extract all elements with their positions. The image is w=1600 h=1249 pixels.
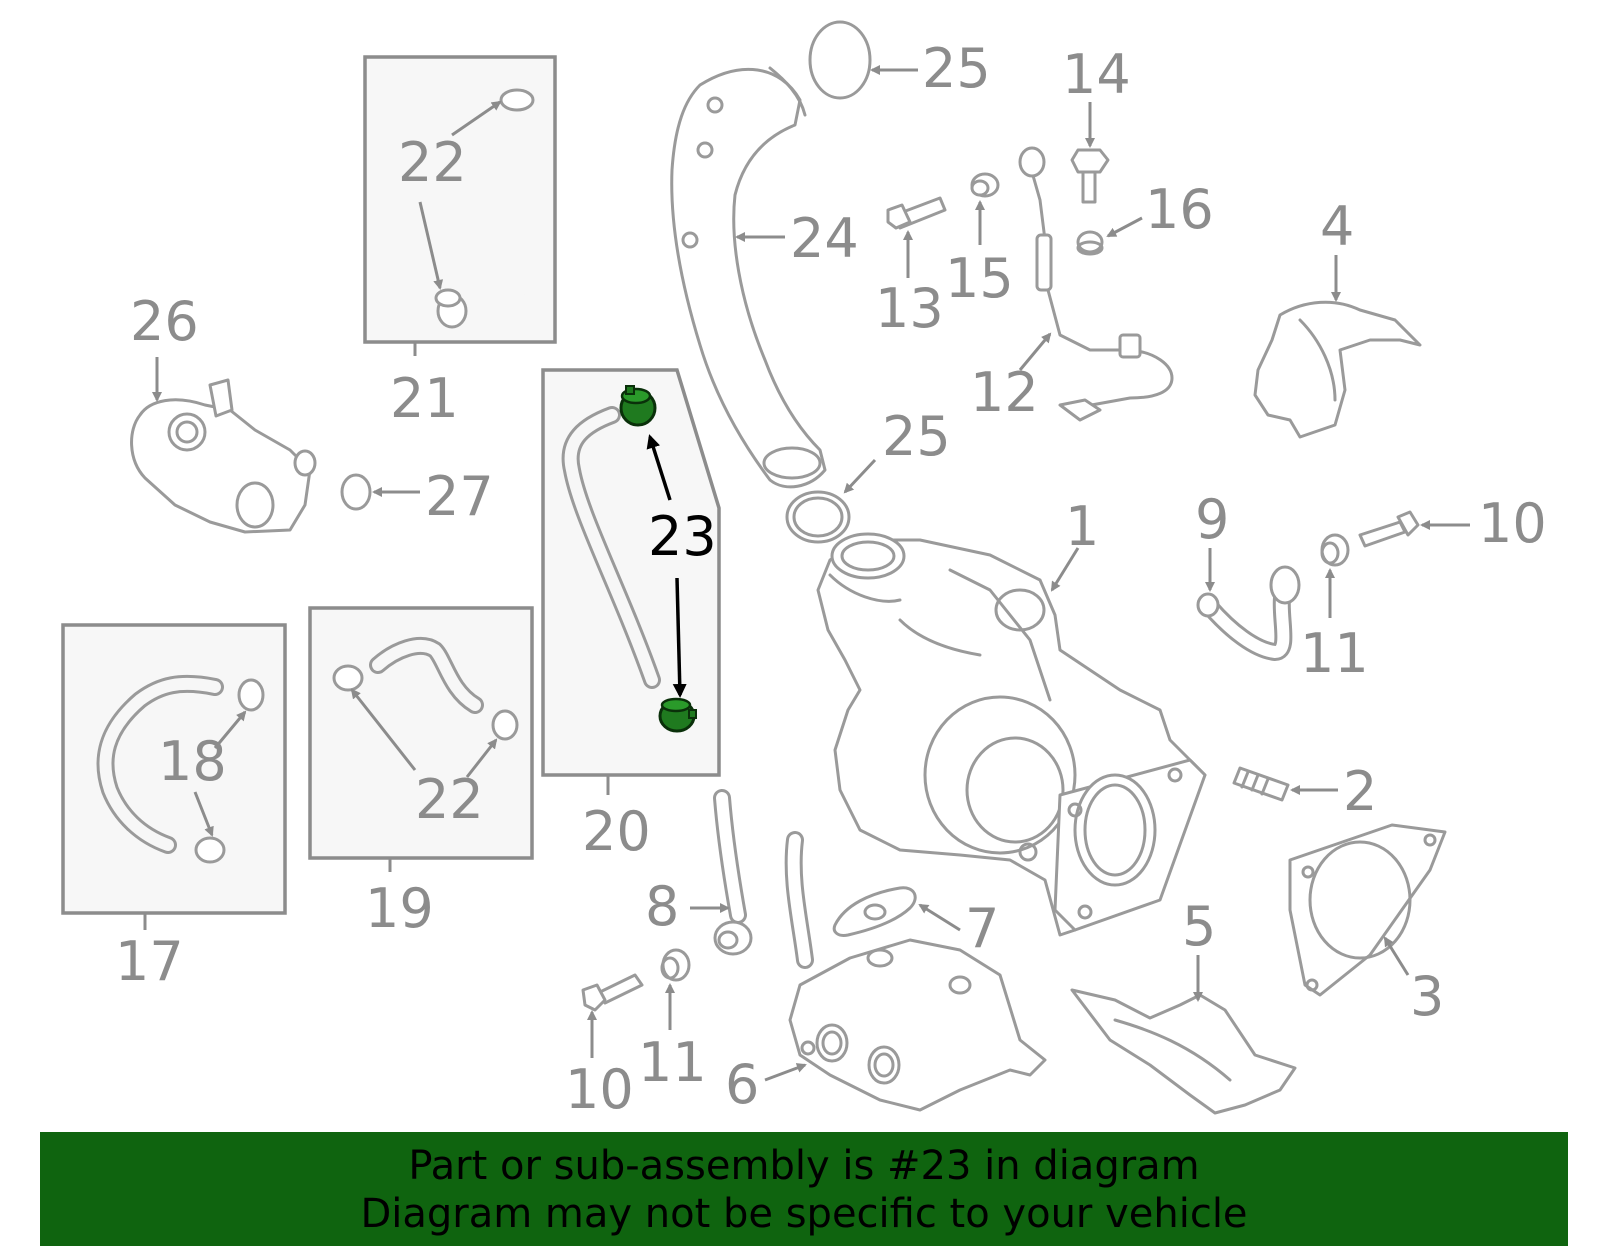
part-14-bolt <box>1070 148 1110 204</box>
part-1-turbocharger <box>816 532 1207 937</box>
callout-19: 19 <box>365 877 434 940</box>
clamp-23-lower <box>658 697 697 733</box>
callout-8: 8 <box>645 875 680 938</box>
part-11-washer-right <box>1320 533 1350 567</box>
callout-20: 20 <box>582 800 651 863</box>
callout-18: 18 <box>158 730 227 793</box>
part-4-heat-shield <box>1253 300 1422 439</box>
hose-20 <box>561 406 661 689</box>
callout-3: 3 <box>1410 965 1445 1028</box>
callout-24: 24 <box>790 207 859 270</box>
part-5-heat-shield <box>1070 988 1297 1115</box>
hose-19 <box>332 637 519 741</box>
callout-14: 14 <box>1062 43 1131 106</box>
callout-27: 27 <box>425 465 494 528</box>
part-26-housing <box>130 378 317 534</box>
part-7-gasket <box>832 886 917 937</box>
part-27-ring <box>340 473 372 511</box>
part-6-bracket <box>784 831 1047 1112</box>
part-10-bolt-bottom <box>581 973 644 1012</box>
hose-21 <box>434 88 535 329</box>
info-banner: Part or sub-assembly is #23 in diagram D… <box>40 1132 1568 1246</box>
callout-10-right: 10 <box>1478 492 1547 555</box>
part-24-pipe <box>670 66 827 489</box>
clamp-23-upper <box>619 385 657 427</box>
part-13-bolt <box>886 196 947 230</box>
part-8-pipe <box>713 789 753 956</box>
callout-23-highlighted: 23 <box>648 505 717 568</box>
callout-22-box21: 22 <box>398 131 467 194</box>
callout-6: 6 <box>725 1053 760 1116</box>
callout-13: 13 <box>875 277 944 340</box>
part-25-ring-lower <box>785 490 851 544</box>
part-10-bolt-right <box>1358 510 1420 548</box>
callout-11-right: 11 <box>1300 622 1369 685</box>
callout-10-bottom: 10 <box>565 1058 634 1121</box>
part-9-pipe <box>1196 565 1301 662</box>
part-11-washer-bottom <box>660 948 691 982</box>
callout-17: 17 <box>115 930 184 993</box>
kit-box-20 <box>541 368 721 777</box>
callout-25-lower: 25 <box>882 405 951 468</box>
part-2-stud <box>1232 766 1290 802</box>
callout-7: 7 <box>965 897 1000 960</box>
part-15-washer <box>970 172 1000 198</box>
hose-17 <box>96 674 265 864</box>
banner-line-1: Part or sub-assembly is #23 in diagram <box>408 1143 1200 1189</box>
callout-5: 5 <box>1182 895 1217 958</box>
callout-11-bottom: 11 <box>638 1031 707 1094</box>
part-25-ring-upper <box>808 20 872 100</box>
callout-26: 26 <box>130 290 199 353</box>
callout-21: 21 <box>390 367 459 430</box>
callout-2: 2 <box>1343 760 1378 823</box>
part-16-washer <box>1076 230 1104 256</box>
callout-4: 4 <box>1320 195 1355 258</box>
callout-9: 9 <box>1195 488 1230 551</box>
callout-12: 12 <box>970 361 1039 424</box>
callout-22-box19: 22 <box>415 768 484 831</box>
banner-line-2: Diagram may not be specific to your vehi… <box>360 1191 1248 1237</box>
callout-1: 1 <box>1065 495 1100 558</box>
part-3-gasket <box>1288 823 1447 997</box>
callout-25-upper: 25 <box>922 37 991 100</box>
part-12-oil-line <box>1018 146 1174 422</box>
callout-16: 16 <box>1145 178 1214 241</box>
callout-15: 15 <box>945 247 1014 310</box>
